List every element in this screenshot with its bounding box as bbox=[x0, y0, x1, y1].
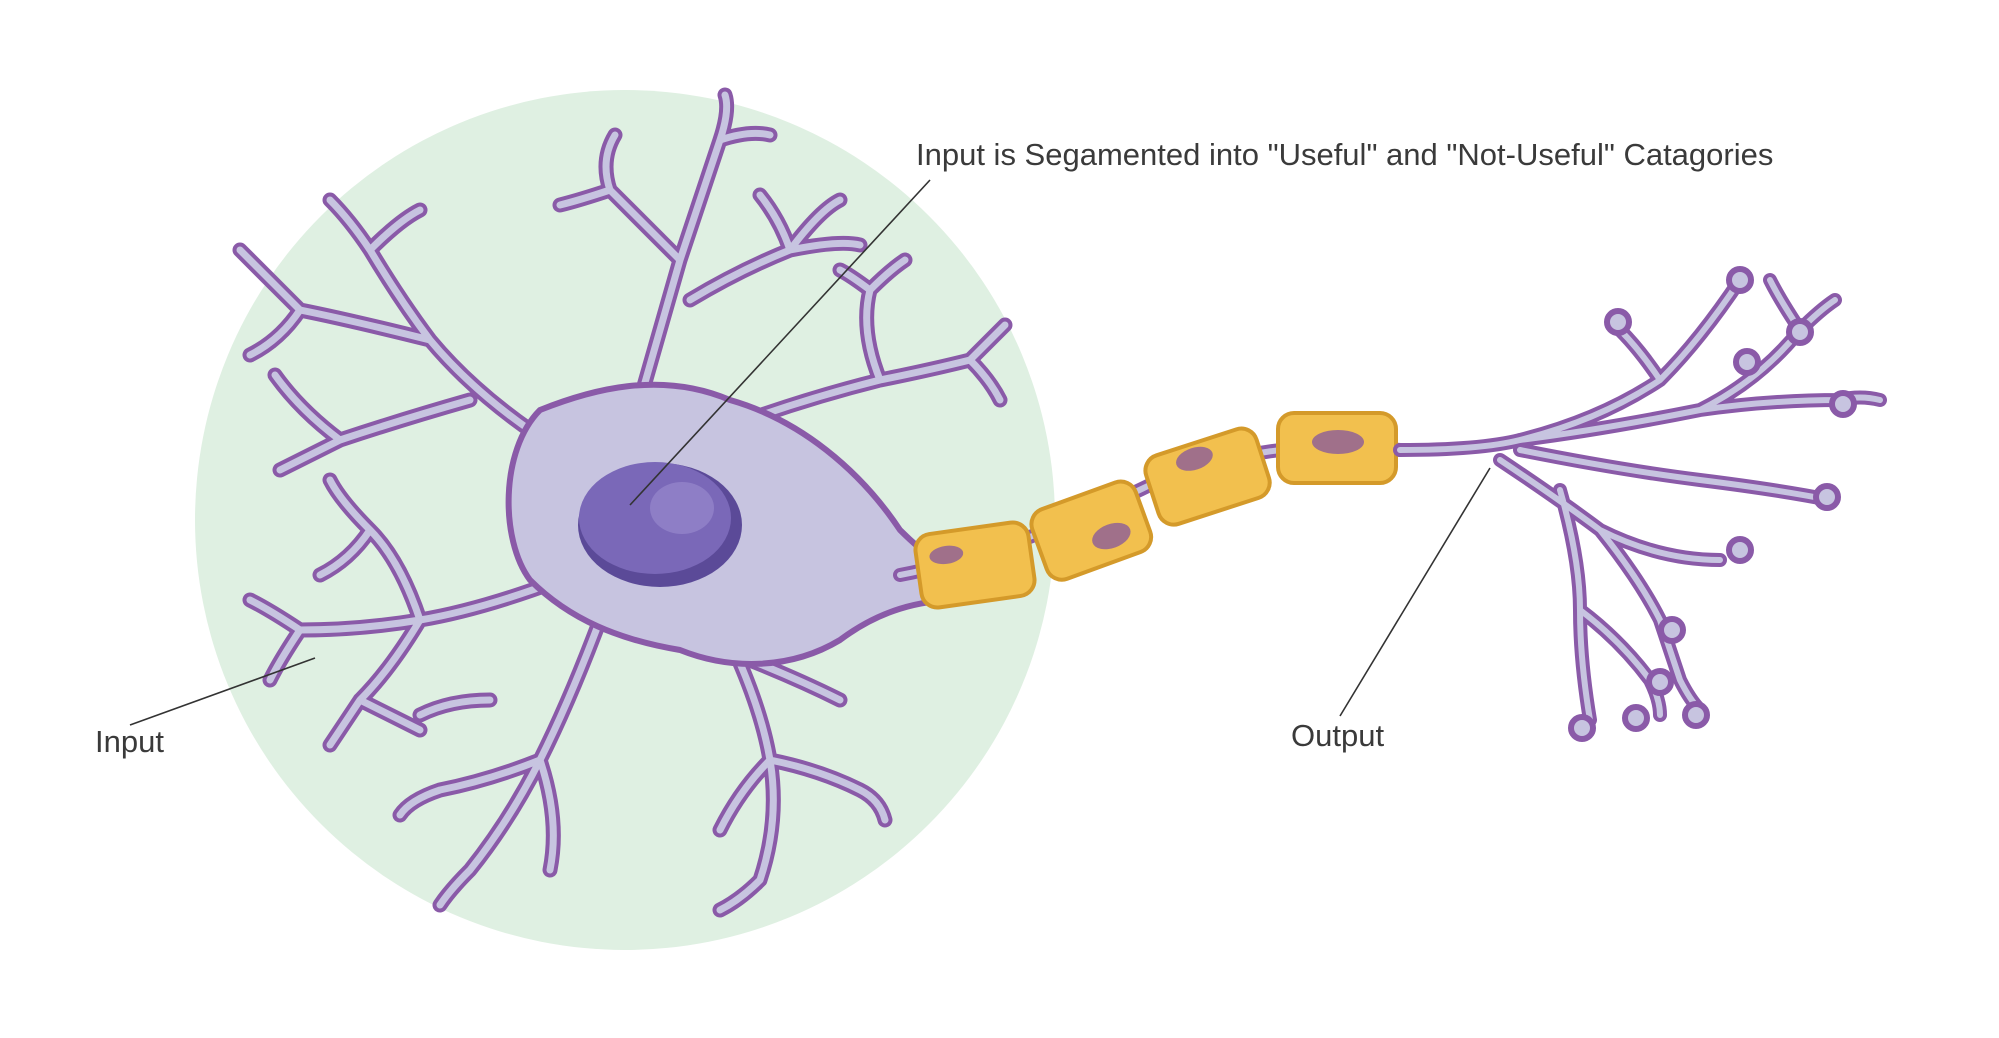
synaptic-terminal bbox=[1604, 308, 1632, 336]
dendrites bbox=[232, 87, 1013, 918]
leader-line-segmented bbox=[629, 179, 931, 506]
schwann-cell-nucleus bbox=[929, 545, 964, 565]
synaptic-terminal bbox=[1682, 701, 1710, 729]
synaptic-terminal bbox=[1813, 483, 1841, 511]
synaptic-terminal bbox=[1622, 704, 1650, 732]
synaptic-terminal bbox=[1829, 390, 1857, 418]
schwann-cell-nucleus bbox=[1092, 522, 1131, 550]
synaptic-terminal bbox=[1733, 348, 1761, 376]
myelin-sheaths bbox=[913, 411, 1398, 610]
nucleus bbox=[578, 462, 742, 587]
leader-line-output bbox=[1339, 467, 1491, 717]
leader-line-input bbox=[129, 657, 316, 726]
synaptic-terminal bbox=[1786, 318, 1814, 346]
synaptic-terminal bbox=[1658, 616, 1686, 644]
synaptic-terminal bbox=[1568, 714, 1596, 742]
output-label: Output bbox=[1291, 718, 1385, 753]
input-label: Input bbox=[95, 724, 164, 759]
synaptic-terminal bbox=[1726, 266, 1754, 294]
segmented-categories-label: Input is Segamented into "Useful" and "N… bbox=[916, 137, 1774, 172]
myelin-sheath bbox=[913, 520, 1037, 610]
schwann-cell-nucleus bbox=[1176, 446, 1213, 471]
synaptic-terminals bbox=[1568, 266, 1857, 742]
myelin-sheath bbox=[1143, 426, 1272, 527]
synaptic-terminal bbox=[1726, 536, 1754, 564]
myelin-sheath bbox=[1029, 479, 1154, 582]
leader-lines bbox=[129, 179, 1491, 726]
myelin-sheath bbox=[1276, 411, 1398, 485]
synaptic-terminal bbox=[1646, 668, 1674, 696]
schwann-cell-nucleus bbox=[1312, 430, 1364, 454]
axon-terminals bbox=[1393, 266, 1887, 742]
